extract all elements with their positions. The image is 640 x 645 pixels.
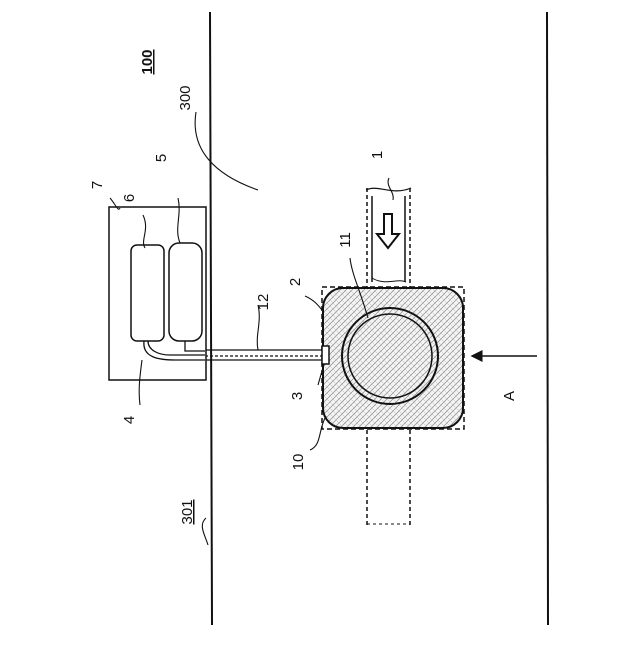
label-3: 3 xyxy=(289,392,306,400)
label-6: 6 xyxy=(121,194,138,202)
wall-right-line xyxy=(547,12,548,625)
label-10-text: 10 xyxy=(290,454,307,471)
wall-left-line xyxy=(210,12,212,625)
label-12-text: 12 xyxy=(255,294,272,311)
flow-arrow-icon xyxy=(377,214,399,248)
label-2-text: 2 xyxy=(287,278,304,286)
label-a-text: A xyxy=(501,391,518,401)
label-10: 10 xyxy=(290,454,307,471)
label-4-text: 4 xyxy=(121,416,138,424)
label-7-text: 7 xyxy=(89,181,106,189)
label-2: 2 xyxy=(287,278,304,286)
component-6 xyxy=(131,245,164,341)
label-100-text: 100 xyxy=(139,49,156,74)
label-1: 1 xyxy=(369,151,386,159)
component-5 xyxy=(169,243,202,341)
label-100: 100 xyxy=(139,49,156,74)
label-301-text: 301 xyxy=(179,499,196,524)
sensor-3 xyxy=(322,346,329,364)
label-a: A xyxy=(501,391,518,401)
label-300: 300 xyxy=(177,85,194,110)
pipe-lower xyxy=(367,430,410,525)
label-5-text: 5 xyxy=(153,154,170,162)
label-12: 12 xyxy=(255,294,272,311)
cable-12 xyxy=(205,350,322,360)
label-1-text: 1 xyxy=(369,151,386,159)
label-7: 7 xyxy=(89,181,106,189)
label-3-text: 3 xyxy=(289,392,306,400)
label-5: 5 xyxy=(153,154,170,162)
label-11-text: 11 xyxy=(337,232,354,248)
label-300-text: 300 xyxy=(177,85,194,110)
label-6-text: 6 xyxy=(121,194,138,202)
label-11: 11 xyxy=(337,232,354,248)
label-301: 301 xyxy=(179,499,196,524)
label-4: 4 xyxy=(121,416,138,424)
circular-element-11 xyxy=(342,308,438,404)
